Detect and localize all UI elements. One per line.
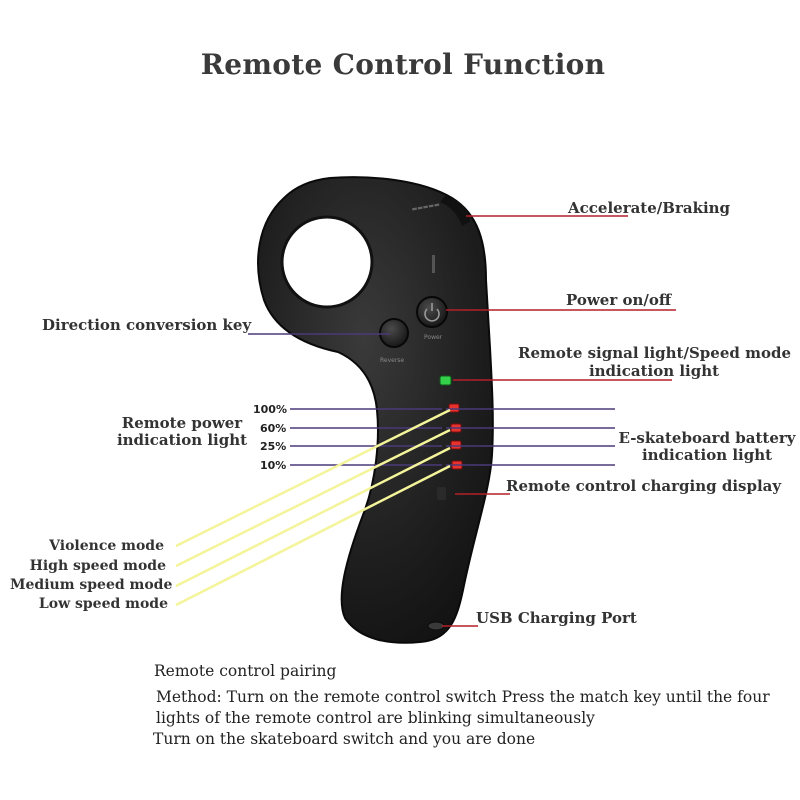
- mode-high-speed: High speed mode: [29, 558, 166, 574]
- remote-ring-hole: [280, 215, 374, 309]
- label-accelerate-braking: Accelerate/Braking: [568, 199, 731, 217]
- label-signal-line1: Remote signal light/Speed mode: [518, 344, 791, 362]
- label-battery-line1: E-skateboard battery: [618, 429, 796, 447]
- svg-text:Power: Power: [424, 334, 443, 341]
- pairing-line1: Method: Turn on the remote control switc…: [156, 688, 770, 706]
- mode-low-speed: Low speed mode: [38, 596, 168, 612]
- charging-indicator: [437, 487, 446, 500]
- level-10-label: 10%: [260, 459, 287, 472]
- label-direction-key: Direction conversion key: [42, 316, 252, 334]
- label-remote-power: Remote power indication light: [112, 415, 252, 449]
- accelerate-trigger[interactable]: [440, 196, 470, 226]
- pairing-heading: Remote control pairing: [154, 662, 337, 680]
- pointer-medium-speed: [175, 446, 451, 588]
- level-25-label: 25%: [260, 440, 287, 453]
- mode-violence: Violence mode: [49, 538, 164, 554]
- remote-marking: [432, 255, 435, 273]
- label-remote-power-line2: indication light: [116, 431, 248, 449]
- label-charging-display: Remote control charging display: [506, 477, 782, 495]
- label-signal-light: Remote signal light/Speed mode indicatio…: [518, 344, 791, 380]
- label-remote-power-line1: Remote power: [121, 414, 243, 432]
- signal-led-green: [439, 375, 452, 386]
- pairing-line2: lights of the remote control are blinkin…: [156, 709, 595, 727]
- level-100-label: 100%: [253, 403, 287, 416]
- pointer-high-speed: [175, 428, 451, 568]
- pairing-line3: Turn on the skateboard switch and you ar…: [153, 730, 536, 748]
- label-usb-port: USB Charging Port: [476, 609, 637, 627]
- label-signal-line2: indication light: [588, 362, 720, 380]
- label-battery-line2: indication light: [641, 446, 773, 464]
- direction-button[interactable]: [379, 318, 409, 348]
- usb-port: [427, 621, 445, 631]
- page-title: Remote Control Function: [200, 48, 606, 81]
- label-power: Power on/off: [566, 291, 672, 309]
- power-icon: [424, 308, 440, 322]
- battery-led-100: [448, 403, 460, 413]
- svg-text:Reverse: Reverse: [380, 357, 404, 364]
- power-button[interactable]: [416, 296, 448, 328]
- mode-medium-speed: Medium speed mode: [10, 577, 173, 593]
- pointer-violence-mode: [175, 408, 451, 548]
- svg-text:▬▬▬▬▬: ▬▬▬▬▬: [411, 201, 440, 213]
- label-battery: E-skateboard battery indication light: [618, 430, 796, 464]
- pointer-low-speed: [175, 464, 451, 607]
- level-60-label: 60%: [260, 422, 287, 435]
- battery-led-25: [450, 440, 462, 450]
